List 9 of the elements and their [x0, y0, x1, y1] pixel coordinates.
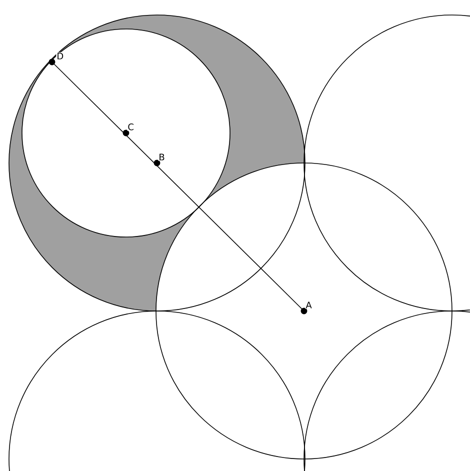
line-segment	[52, 62, 304, 312]
node-label: D	[58, 52, 64, 60]
point: C	[122, 123, 134, 136]
node-label: B	[160, 154, 164, 160]
point: D	[48, 52, 64, 66]
point: B	[154, 153, 166, 166]
point: A	[300, 301, 312, 314]
node-label: C	[128, 123, 134, 130]
node-label: A	[306, 302, 312, 308]
